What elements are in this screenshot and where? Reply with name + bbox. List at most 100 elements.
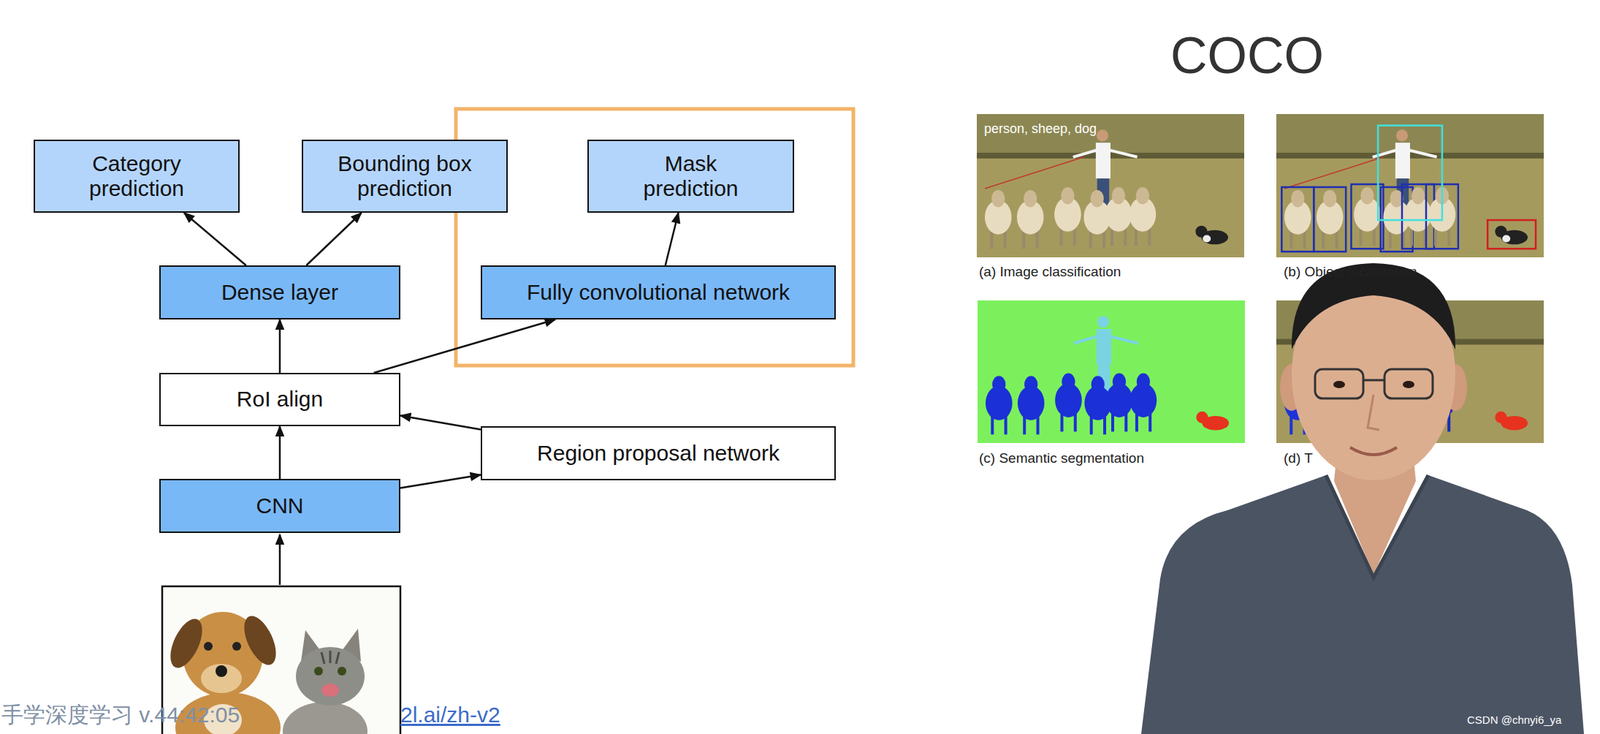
arrow-connector bbox=[665, 212, 679, 266]
figure-caption: (a) Image classification bbox=[978, 263, 1121, 281]
arrow-connector bbox=[279, 319, 282, 373]
dog-head bbox=[1494, 411, 1507, 424]
glasses-lens bbox=[1315, 368, 1364, 399]
sheep-head bbox=[1290, 189, 1305, 208]
person-arms bbox=[1073, 334, 1139, 344]
sheep bbox=[985, 375, 1013, 434]
node-label: Dense layer bbox=[221, 279, 339, 306]
arrow-connector bbox=[184, 212, 247, 266]
watermark: 手学深度学习 v.44:42:05 bbox=[1, 701, 240, 728]
puppy-nose bbox=[215, 664, 228, 677]
node-label: Mask prediction bbox=[618, 151, 765, 202]
coco-example bbox=[977, 300, 1245, 443]
process-box: Mask prediction bbox=[587, 139, 795, 213]
sheep-head bbox=[1411, 187, 1425, 205]
sheep bbox=[1129, 187, 1157, 246]
field bbox=[1276, 113, 1544, 258]
coco-example bbox=[1276, 113, 1544, 258]
sheep bbox=[1404, 187, 1432, 246]
process-box: RoI align bbox=[159, 372, 401, 426]
person-arms bbox=[1073, 148, 1138, 158]
kitten-mouth bbox=[321, 683, 339, 697]
sheep-head bbox=[1136, 187, 1150, 205]
sheep-head bbox=[991, 189, 1005, 208]
process-box: Category prediction bbox=[33, 139, 240, 213]
sheep bbox=[1016, 189, 1045, 249]
puppy-ear bbox=[237, 610, 283, 670]
puppy-ear bbox=[163, 613, 209, 673]
dog-head bbox=[1195, 411, 1208, 424]
figure-caption: (b) Object localization bbox=[1283, 263, 1418, 281]
puppy-muzzle bbox=[200, 663, 242, 693]
sheep-head bbox=[1024, 375, 1038, 393]
node-label: Region proposal network bbox=[536, 440, 780, 467]
person-head bbox=[1396, 129, 1408, 142]
arrow-connector bbox=[279, 425, 282, 479]
presenter-eye bbox=[1333, 380, 1346, 388]
kitten-stripes bbox=[321, 650, 339, 664]
highlight-frame bbox=[455, 108, 854, 366]
node-label: RoI align bbox=[236, 386, 323, 413]
url-watermark: 2l.ai/zh-v2 bbox=[400, 701, 501, 728]
shirt-collar bbox=[1326, 474, 1429, 578]
figure-caption: (d) T bbox=[1283, 450, 1313, 467]
sheep bbox=[1017, 375, 1045, 434]
sheep-head bbox=[1091, 375, 1105, 393]
person-head bbox=[1096, 129, 1109, 142]
node-label: Bounding box prediction bbox=[331, 151, 478, 202]
rope bbox=[984, 157, 1084, 189]
presenter-mouth bbox=[1350, 447, 1397, 455]
sheep bbox=[1054, 187, 1082, 246]
process-box: Dense layer bbox=[159, 265, 401, 320]
sheep-head bbox=[1060, 187, 1074, 205]
sheep bbox=[1106, 372, 1134, 432]
arrow-connector bbox=[374, 319, 556, 373]
glasses-bridge bbox=[1363, 379, 1385, 382]
sheep-head bbox=[1023, 189, 1037, 208]
sheep bbox=[1284, 189, 1312, 249]
detection-box bbox=[1313, 187, 1346, 252]
puppy-eye bbox=[203, 641, 213, 651]
kitten-eye bbox=[314, 666, 323, 676]
dog-patch bbox=[1202, 235, 1211, 243]
process-box: Fully convolutional network bbox=[480, 265, 836, 320]
dog-patch bbox=[1502, 235, 1511, 243]
slide-title: COCO bbox=[1101, 26, 1394, 85]
person-head bbox=[1097, 315, 1110, 328]
puppy-eye bbox=[232, 641, 242, 651]
process-box: Region proposal network bbox=[480, 425, 836, 480]
node-label: CNN bbox=[256, 493, 304, 519]
sheep bbox=[1316, 189, 1344, 249]
detection-box bbox=[1377, 125, 1443, 220]
image-tag: person, sheep, dog bbox=[984, 121, 1097, 138]
node-label: Category prediction bbox=[63, 151, 210, 202]
presenter bbox=[1141, 263, 1584, 734]
detection-box bbox=[1487, 219, 1536, 249]
process-box: CNN bbox=[159, 478, 401, 533]
kitten-eye bbox=[337, 666, 347, 676]
field bbox=[976, 113, 1245, 258]
arrow-connector bbox=[400, 474, 481, 489]
segmentation-ground bbox=[977, 300, 1245, 443]
sheep bbox=[1130, 372, 1158, 432]
person-arms bbox=[1372, 148, 1438, 158]
sheep bbox=[984, 189, 1012, 249]
sheep bbox=[1353, 187, 1381, 246]
kitten-head bbox=[295, 646, 365, 706]
sheep-head bbox=[1090, 189, 1104, 208]
sheep-head bbox=[1360, 187, 1374, 205]
kitten-body bbox=[282, 701, 368, 734]
sheep-head bbox=[992, 375, 1006, 393]
sheep-head bbox=[1323, 189, 1337, 208]
presenter-eye bbox=[1402, 380, 1415, 388]
sheep bbox=[1105, 187, 1133, 246]
input-arrow bbox=[279, 534, 282, 585]
credit-watermark: CSDN @chnyi6_ya bbox=[1467, 713, 1562, 727]
node-label: Fully convolutional network bbox=[526, 279, 790, 306]
glasses-lens bbox=[1384, 368, 1433, 399]
sheep bbox=[1054, 372, 1083, 432]
arrow-connector bbox=[400, 414, 481, 429]
